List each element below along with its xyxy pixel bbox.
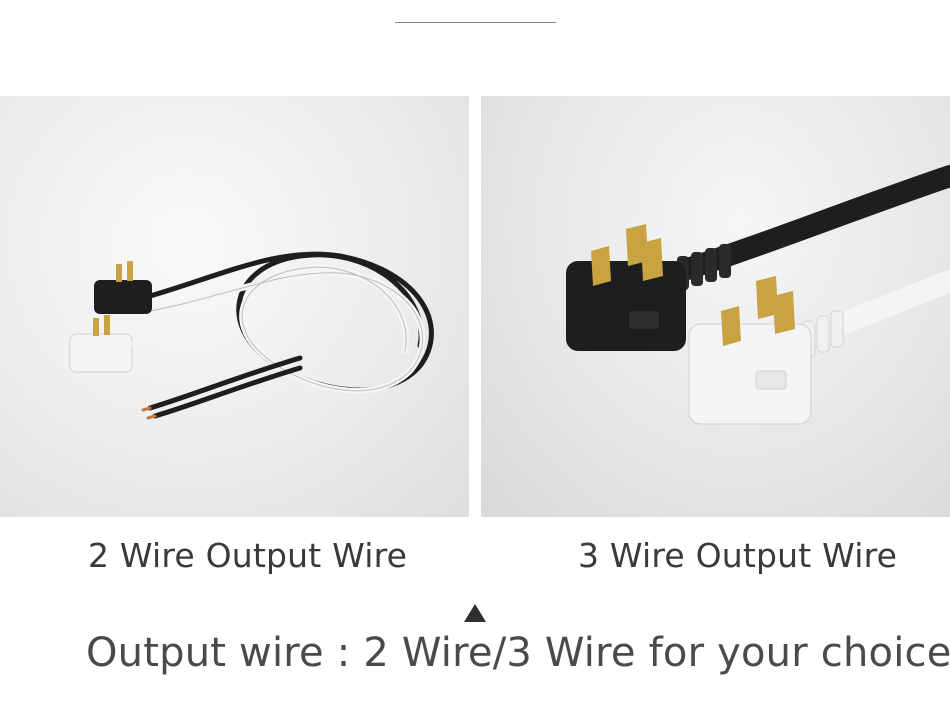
two-wire-caption: 2 Wire Output Wire [88,536,408,575]
headline: Output wire : 2 Wire/3 Wire for your cho… [86,630,950,676]
three-wire-cord-photo [481,96,950,517]
three-wire-caption: 3 Wire Output Wire [578,536,898,575]
top-divider [395,22,556,23]
up-triangle-icon [464,604,486,622]
two-wire-cord-illustration [69,251,434,420]
three-wire-cord-illustration [566,165,950,425]
two-wire-cord-photo [0,96,469,517]
